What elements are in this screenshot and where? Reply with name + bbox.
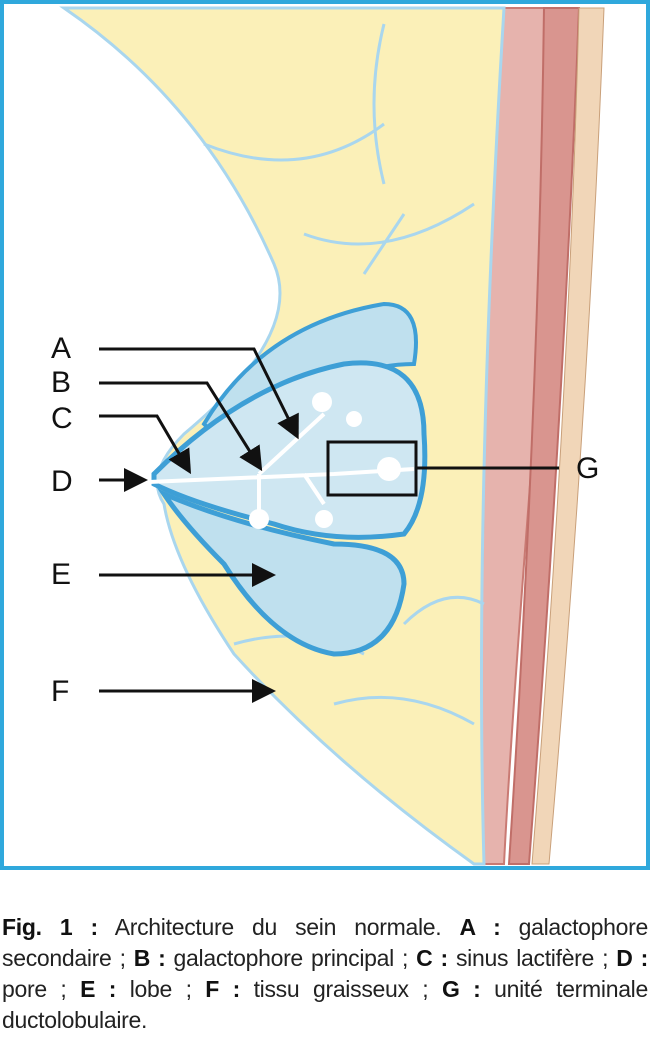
caption-text: Architecture du sein normale. bbox=[97, 914, 460, 940]
label-f: F bbox=[51, 675, 69, 708]
caption-text: unité terminale ductolobulaire. bbox=[2, 976, 648, 1033]
lobes bbox=[148, 301, 428, 657]
breast-anatomy-figure: A B C D E F G bbox=[0, 0, 650, 870]
label-b: B bbox=[51, 366, 71, 399]
label-d: D bbox=[51, 465, 73, 498]
caption-text: galactophore secondaire ; bbox=[2, 914, 648, 971]
caption-key: B : bbox=[133, 945, 166, 971]
label-a: A bbox=[51, 332, 71, 365]
caption-text: pore ; bbox=[2, 976, 81, 1002]
caption-key: E : bbox=[80, 976, 117, 1002]
caption-text: lobe ; bbox=[116, 976, 206, 1002]
label-c: C bbox=[51, 402, 73, 435]
caption-key: D : bbox=[616, 945, 648, 971]
label-e: E bbox=[51, 558, 71, 591]
caption-key: C : bbox=[416, 945, 448, 971]
arrow-b bbox=[99, 381, 263, 472]
figure-caption: Fig. 1 : Architecture du sein normale. A… bbox=[2, 912, 648, 1036]
caption-text: tissu graisseux ; bbox=[239, 976, 442, 1002]
pectoral-muscle bbox=[472, 7, 605, 865]
arrow-c bbox=[99, 414, 192, 475]
arrow-a bbox=[99, 347, 299, 440]
leader-arrows bbox=[99, 347, 559, 703]
caption-key: Fig. 1 : bbox=[2, 914, 98, 940]
caption-text: sinus lactifère ; bbox=[447, 945, 617, 971]
label-g: G bbox=[576, 452, 599, 485]
breast-illustration: A B C D E F G bbox=[51, 6, 605, 866]
caption-text: galactophore principal ; bbox=[165, 945, 417, 971]
caption-key: F : bbox=[205, 976, 240, 1002]
caption-key: G : bbox=[441, 976, 481, 1002]
caption-key: A : bbox=[459, 914, 501, 940]
